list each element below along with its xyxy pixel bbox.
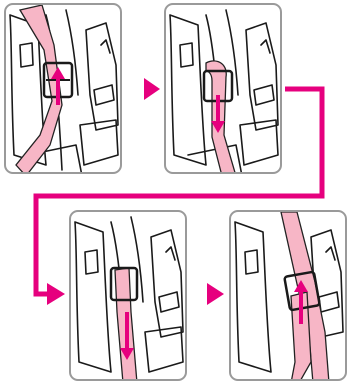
- step-1-to-2-arrow-icon: [144, 78, 160, 100]
- step-2-panel: [164, 3, 282, 174]
- backpack-line-art: [10, 10, 118, 174]
- step-1-panel: [4, 3, 122, 174]
- step-2-illustration: [166, 5, 282, 174]
- step-2-to-3-arrow-icon: [47, 283, 65, 305]
- step-4-illustration: [231, 212, 347, 381]
- step-3-to-4-arrow-icon: [207, 283, 224, 305]
- step-1-illustration: [6, 5, 122, 174]
- step-3-panel: [69, 210, 187, 381]
- step-3-illustration: [71, 212, 187, 381]
- step-4-panel: [229, 210, 347, 381]
